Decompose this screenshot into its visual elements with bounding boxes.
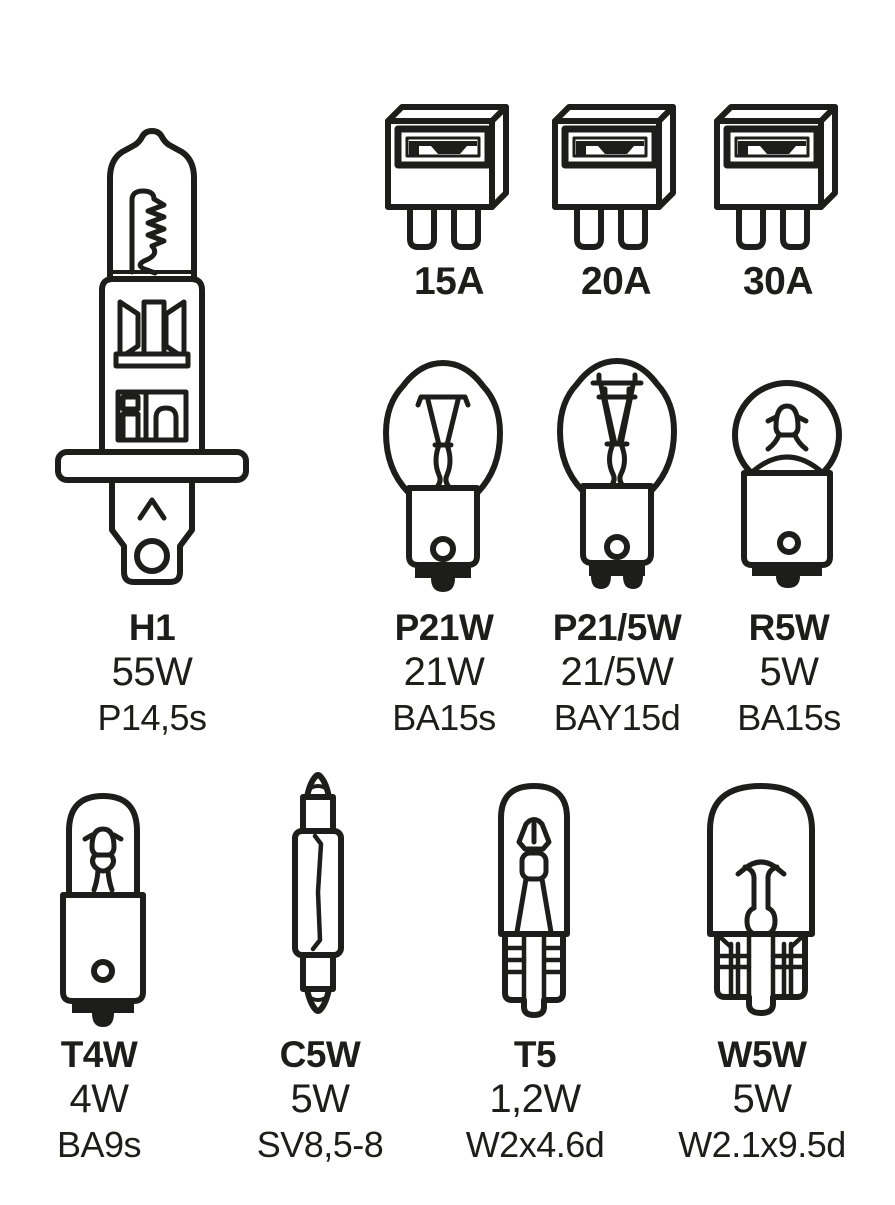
fuse-30a-figure bbox=[713, 101, 843, 251]
r5w-bulb-figure bbox=[731, 377, 843, 589]
t4w-caption: T4W 4W BA9s bbox=[9, 1032, 189, 1167]
r5w-caption: R5W 5W BA15s bbox=[699, 605, 879, 740]
r5w-base-label: BA15s bbox=[737, 697, 841, 738]
fuse-15a-label: 15A bbox=[413, 260, 485, 303]
c5w-base-label: SV8,5-8 bbox=[256, 1124, 384, 1165]
p21-5w-caption: P21/5W 21/5W BAY15d bbox=[527, 605, 707, 740]
p21-5w-name-label: P21/5W bbox=[552, 607, 682, 648]
t5-bulb-figure bbox=[496, 780, 572, 1018]
fuse-20a-label: 20A bbox=[580, 260, 652, 303]
t5-wattage-label: 1,2W bbox=[489, 1077, 581, 1121]
t4w-base-label: BA9s bbox=[56, 1124, 142, 1165]
fuse-30a-label: 30A bbox=[742, 260, 814, 303]
t5-base-label: W2x4.6d bbox=[465, 1124, 605, 1165]
r5w-wattage-label: 5W bbox=[759, 650, 820, 694]
c5w-wattage-label: 5W bbox=[290, 1077, 351, 1121]
w5w-bulb-figure bbox=[707, 780, 815, 1022]
p21w-bulb-icon bbox=[383, 360, 503, 592]
p21w-base-label: BA15s bbox=[392, 697, 496, 738]
p21-5w-wattage-label: 21/5W bbox=[560, 650, 674, 694]
h1-base-label: P14,5s bbox=[97, 697, 207, 738]
c5w-caption: C5W 5W SV8,5-8 bbox=[230, 1032, 410, 1167]
t4w-wattage-label: 4W bbox=[69, 1077, 130, 1121]
t5-caption: T5 1,2W W2x4.6d bbox=[445, 1032, 625, 1167]
h1-wattage-label: 55W bbox=[111, 650, 193, 694]
p21w-name-label: P21W bbox=[394, 607, 494, 648]
t5-wedge-bulb-icon bbox=[498, 783, 570, 1018]
w5w-caption: W5W 5W W2.1x9.5d bbox=[672, 1032, 852, 1167]
p21w-bulb-figure bbox=[382, 359, 504, 595]
t4w-bulb-icon bbox=[60, 793, 146, 1027]
fuse-20a-figure bbox=[551, 101, 681, 251]
c5w-name-label: C5W bbox=[279, 1034, 361, 1075]
w5w-wedge-bulb-icon bbox=[707, 783, 815, 1016]
c5w-festoon-bulb-icon bbox=[292, 772, 344, 1014]
blade-fuse-15a-icon bbox=[384, 101, 514, 251]
t4w-name-label: T4W bbox=[60, 1034, 138, 1075]
h1-name-label: H1 bbox=[128, 607, 176, 648]
p21-5w-base-label: BAY15d bbox=[553, 697, 681, 738]
t4w-bulb-figure bbox=[59, 789, 147, 1029]
w5w-name-label: W5W bbox=[717, 1034, 807, 1075]
h1-bulb-figure bbox=[52, 126, 252, 606]
blade-fuse-30a-icon bbox=[713, 101, 843, 251]
r5w-name-label: R5W bbox=[748, 607, 830, 648]
blade-fuse-20a-icon bbox=[551, 101, 681, 251]
r5w-bulb-icon bbox=[732, 380, 842, 588]
p21-5w-bulb-figure bbox=[555, 356, 679, 594]
w5w-base-label: W2.1x9.5d bbox=[678, 1124, 846, 1165]
p21-5w-bulb-icon bbox=[557, 358, 677, 589]
h1-halogen-bulb-icon bbox=[55, 128, 249, 585]
c5w-bulb-figure bbox=[289, 772, 347, 1017]
w5w-wattage-label: 5W bbox=[732, 1077, 793, 1121]
fuse-15a-figure bbox=[384, 101, 514, 251]
t5-name-label: T5 bbox=[513, 1034, 557, 1075]
p21w-wattage-label: 21W bbox=[403, 650, 485, 694]
p21w-caption: P21W 21W BA15s bbox=[354, 605, 534, 740]
h1-caption: H1 55W P14,5s bbox=[62, 605, 242, 740]
